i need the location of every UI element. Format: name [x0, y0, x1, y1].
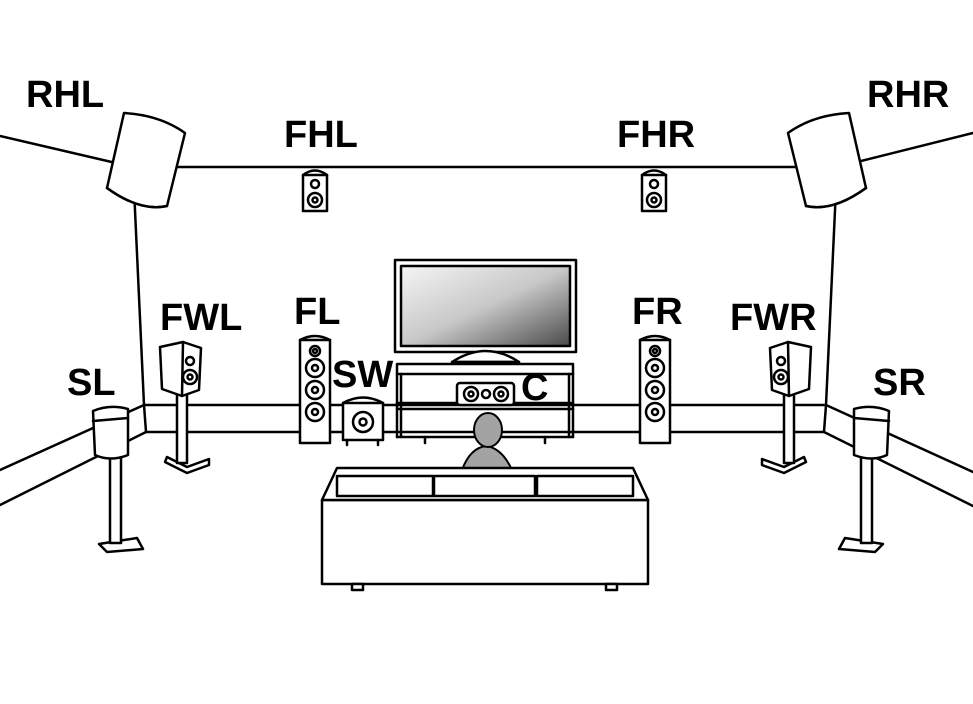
fr-speaker	[638, 334, 672, 445]
sr-speaker	[837, 405, 891, 554]
fwr-speaker	[760, 340, 813, 475]
fl-label: FL	[294, 291, 341, 333]
fwr-label: FWR	[730, 297, 817, 339]
room-outline	[0, 131, 973, 508]
sr-label: SR	[873, 362, 926, 404]
rhl-speaker	[105, 111, 187, 209]
rhr-label: RHR	[867, 74, 950, 116]
fr-label: FR	[632, 291, 683, 333]
television	[393, 258, 578, 364]
sw-label: SW	[332, 354, 394, 396]
subwoofer	[341, 396, 385, 447]
fwl-speaker	[158, 340, 211, 475]
rhl-label: RHL	[26, 74, 105, 116]
fl-speaker	[298, 334, 332, 445]
fhl-label: FHL	[284, 114, 358, 156]
rhr-speaker	[786, 111, 868, 209]
sofa	[320, 466, 650, 592]
sl-speaker	[91, 405, 145, 554]
fhl-speaker	[301, 169, 329, 213]
center-speaker	[455, 381, 516, 407]
fhr-speaker	[640, 169, 668, 213]
sl-label: SL	[67, 362, 116, 404]
listener	[461, 412, 513, 471]
fhr-label: FHR	[617, 114, 696, 156]
fwl-label: FWL	[160, 297, 243, 339]
c-label: C	[521, 367, 549, 409]
